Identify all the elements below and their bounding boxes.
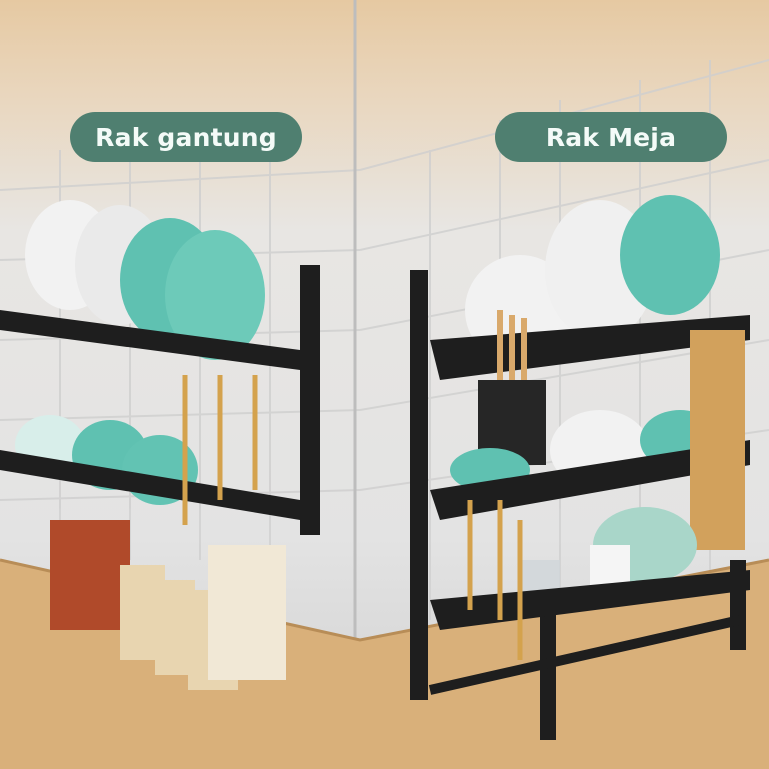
- food-boxes: [50, 520, 286, 690]
- label-hanging-rack: Rak gantung: [70, 112, 302, 162]
- table-rack: [410, 195, 750, 740]
- plates-top: [25, 200, 265, 360]
- label-table-rack: Rak Meja: [495, 112, 727, 162]
- hanging-rack: [0, 200, 320, 535]
